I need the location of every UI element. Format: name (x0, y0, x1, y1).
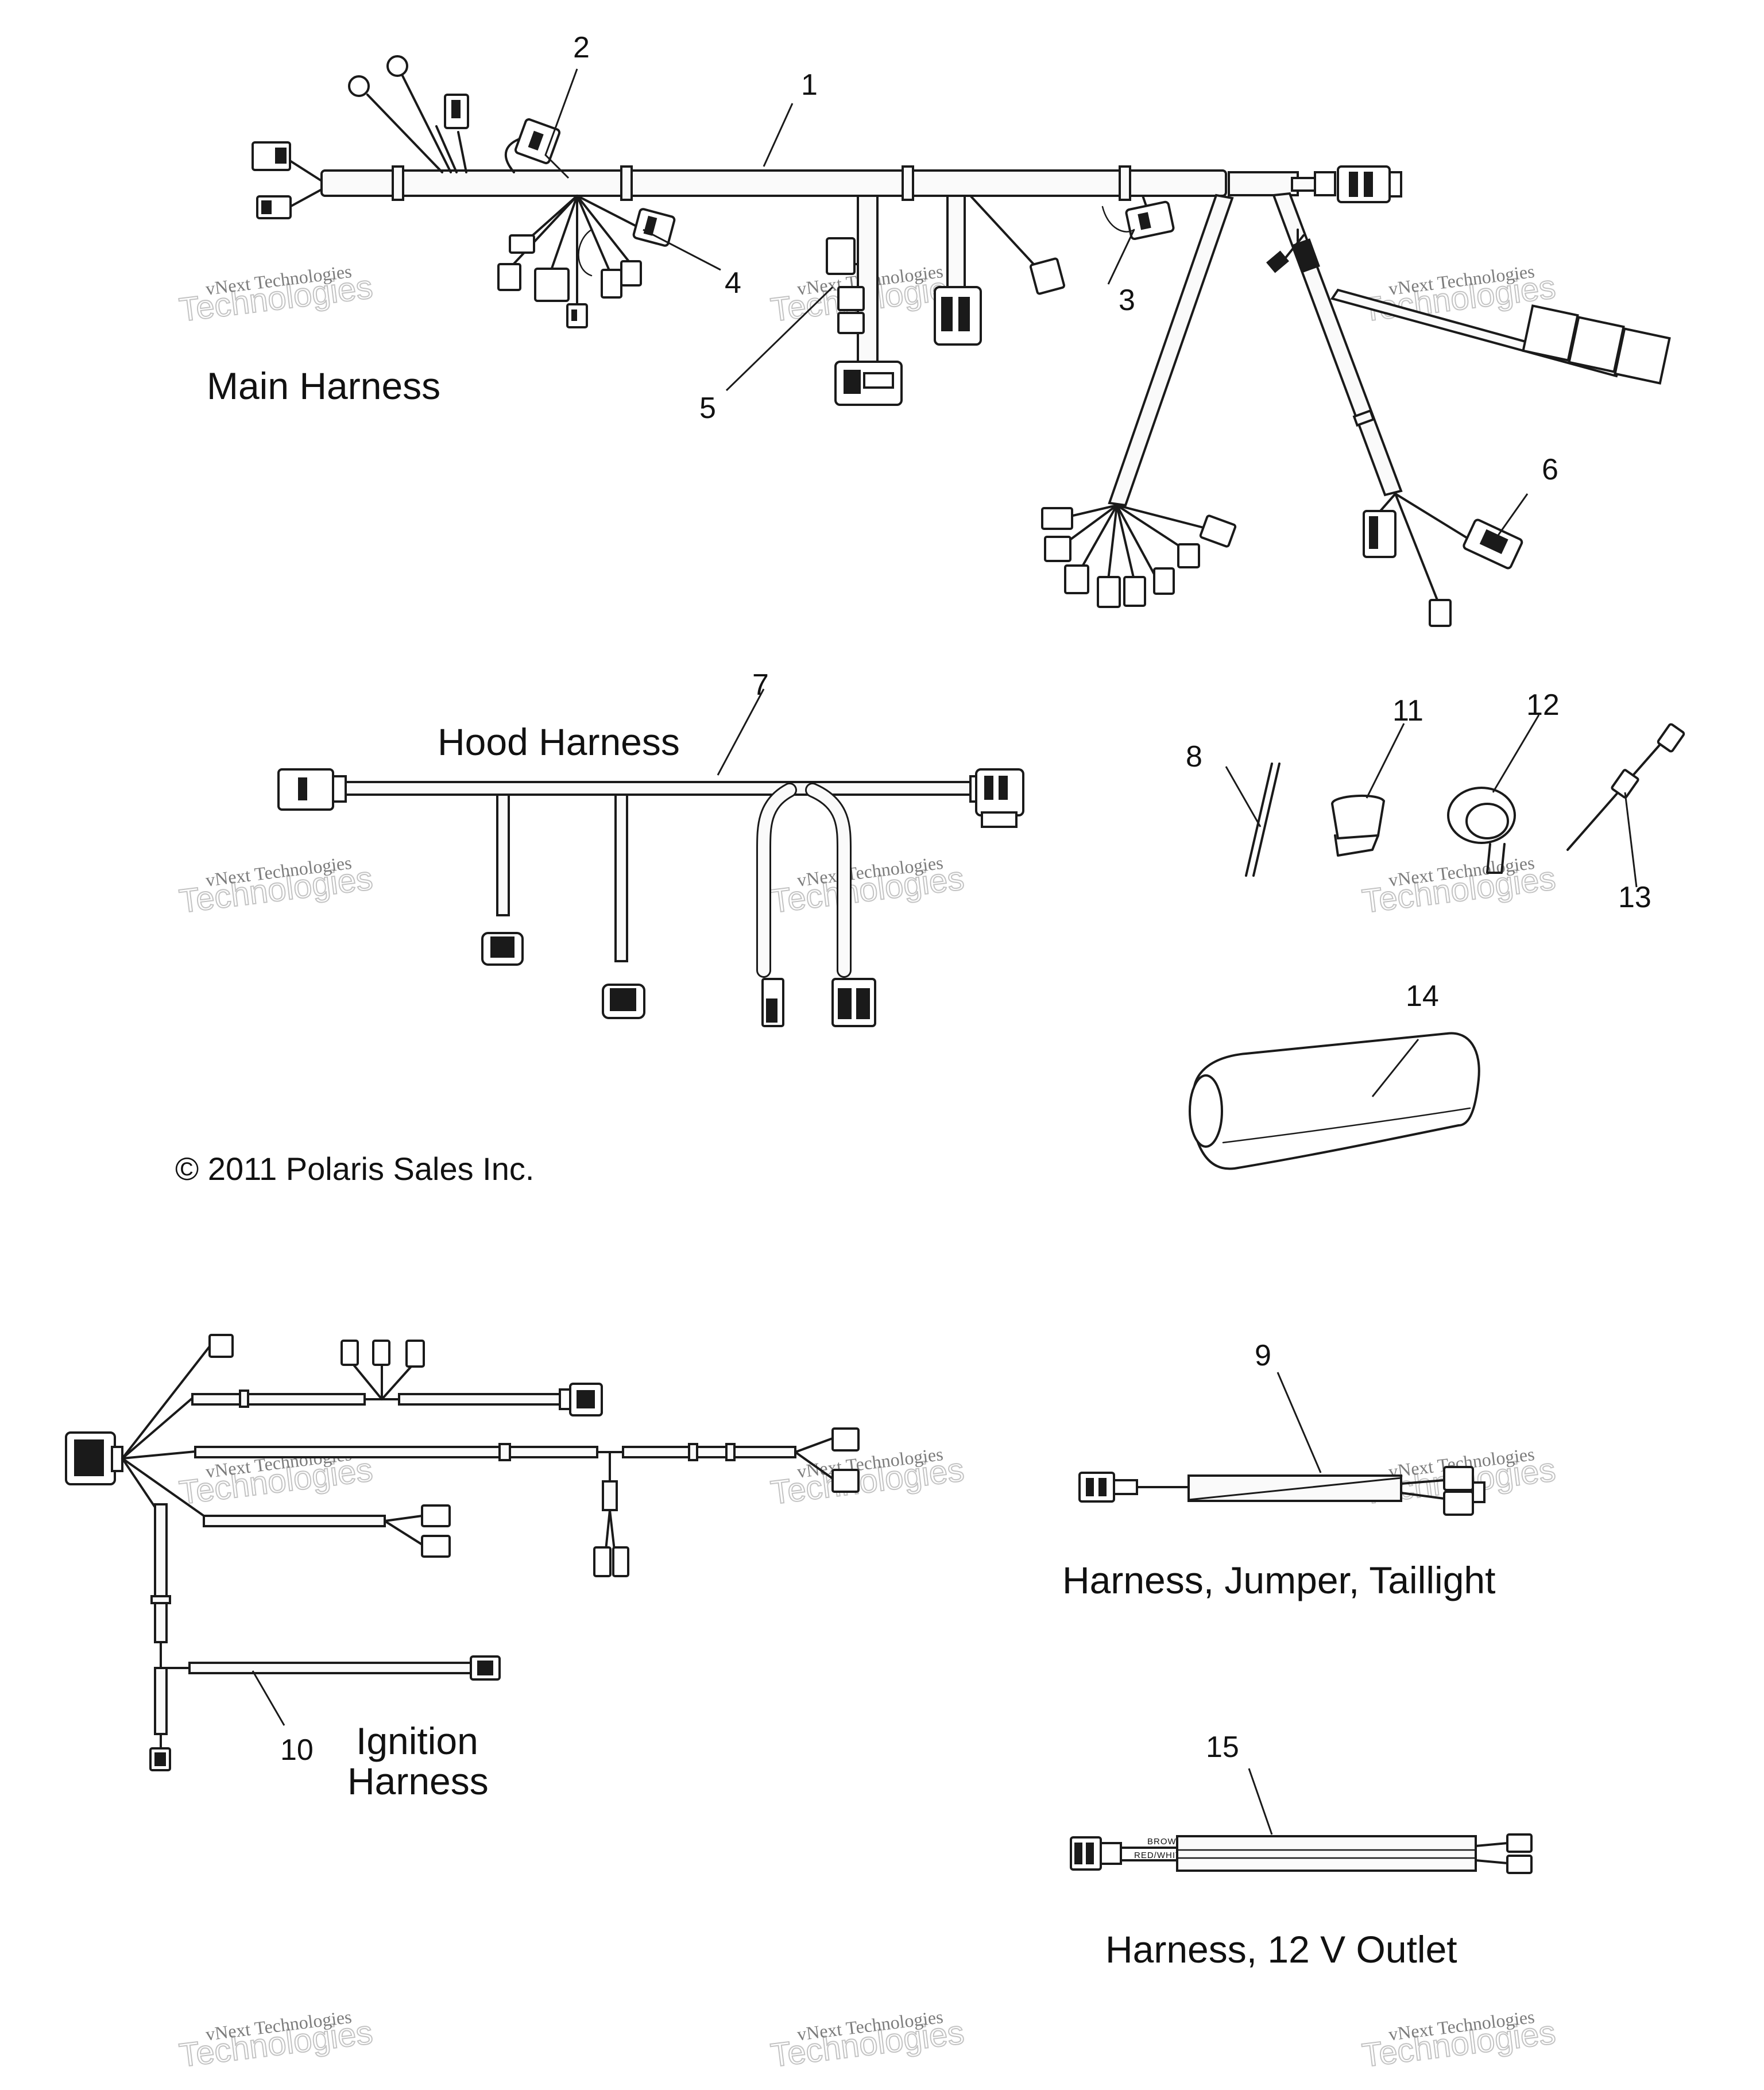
hood-harness-drawing (277, 688, 1024, 1027)
hood-left-connector (277, 768, 347, 811)
callout-4: 4 (725, 266, 741, 300)
title-main-harness: Main Harness (207, 365, 440, 407)
watermark: Technologies vNext Technologies (768, 2006, 967, 2075)
callout-10: 10 (280, 1733, 314, 1767)
lower-right-branch-tube (1272, 192, 1403, 497)
small-parts-drawing (1189, 714, 1685, 1170)
item-3-connector (1101, 195, 1175, 241)
callout-7: 7 (752, 668, 769, 702)
ring-terminal-leads (348, 55, 469, 173)
main-trunk-fitting (1291, 177, 1316, 192)
title-taillight-jumper: Harness, Jumper, Taillight (1062, 1559, 1495, 1601)
mid-branch (934, 195, 1066, 346)
main-leaders (544, 68, 1529, 543)
hood-drop-1 (481, 794, 524, 966)
title-ignition-line1: Ignition (356, 1720, 478, 1762)
lower-left-branch (1041, 193, 1237, 608)
item-13-sensor-lead (1566, 723, 1685, 888)
callout-2: 2 (573, 31, 590, 64)
taillight-jumper-drawing (1078, 1372, 1486, 1516)
callout-1: 1 (801, 68, 818, 102)
ignition-harness-drawing (65, 1334, 860, 1771)
item-5-branch-tube (857, 195, 879, 369)
callout-14: 14 (1406, 980, 1439, 1013)
triple-relay-block (1522, 304, 1671, 385)
title-12v-outlet: Harness, 12 V Outlet (1105, 1928, 1457, 1971)
outlet-leader (1248, 1768, 1273, 1835)
wire-label-brown: BROWN (1147, 1837, 1183, 1847)
item-4-breakout (497, 195, 676, 328)
watermark: Technologies vNext Technologies (177, 261, 376, 330)
copyright-notice: © 2011 Polaris Sales Inc. (175, 1151, 534, 1187)
main-harness-drawing (252, 55, 1671, 627)
watermark: Technologies vNext Technologies (1360, 2006, 1558, 2075)
item-8-cable-tie (1225, 763, 1281, 877)
ignition-leader (252, 1670, 285, 1726)
callout-8: 8 (1186, 740, 1202, 773)
item-11-clip (1330, 723, 1405, 857)
main-trunk (320, 169, 1227, 197)
hood-leader (717, 688, 765, 776)
title-hood-harness: Hood Harness (438, 721, 680, 763)
item-2-connector (504, 118, 561, 173)
taillight-leader (1276, 1372, 1322, 1473)
hood-trunk (343, 781, 972, 796)
main-left-connectors (252, 141, 323, 219)
watermark: Technologies vNext Technologies (1360, 852, 1558, 921)
callout-numbers: 1 2 3 4 5 6 7 8 9 10 11 12 13 14 15 (280, 31, 1651, 1767)
item-12-clamp (1447, 714, 1540, 874)
harness-titles: Main Harness Hood Harness Harness, Jumpe… (207, 365, 1495, 1971)
item-14-boot (1189, 1032, 1480, 1170)
callout-6: 6 (1542, 453, 1558, 486)
watermark: Technologies vNext Technologies (768, 852, 967, 921)
lower-left-branch-tube (1108, 193, 1234, 507)
lower-right-branch (1266, 192, 1671, 627)
title-ignition-line2: Harness (347, 1760, 489, 1802)
watermark: Technologies vNext Technologies (177, 2006, 376, 2075)
callout-13: 13 (1618, 881, 1651, 914)
watermark: Technologies vNext Technologies (1360, 261, 1558, 330)
callout-15: 15 (1206, 1731, 1239, 1764)
callout-9: 9 (1255, 1339, 1271, 1372)
callout-3: 3 (1119, 284, 1135, 317)
watermark: Technologies vNext Technologies (177, 852, 376, 921)
hood-y-branch (756, 783, 876, 1027)
callout-5: 5 (699, 392, 716, 425)
item-5-branch (826, 195, 903, 406)
wire-label-red-white: RED/WHITE (1134, 1851, 1187, 1860)
trunk-bands (392, 165, 1131, 201)
ignition-main-connector (65, 1431, 123, 1485)
hood-right-connector (969, 768, 1024, 828)
callout-12: 12 (1526, 688, 1560, 722)
main-end-connector (1314, 165, 1402, 203)
main-trunk-end (1228, 171, 1299, 196)
callout-11: 11 (1392, 694, 1423, 727)
outlet-harness-drawing: BROWN RED/WHITE (1070, 1768, 1533, 1874)
hood-drop-2 (602, 794, 645, 1019)
